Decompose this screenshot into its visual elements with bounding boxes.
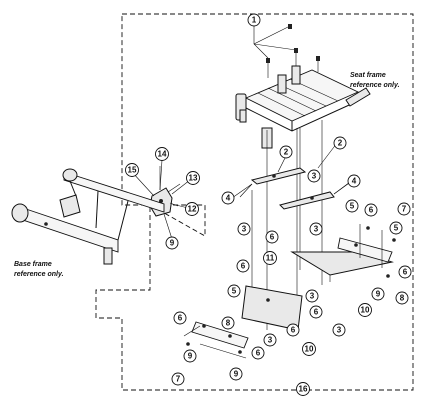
svg-text:5: 5 — [394, 224, 399, 233]
callout-7-b: 7 — [171, 372, 185, 386]
callout-8-a: 8 — [395, 291, 409, 305]
svg-text:10: 10 — [305, 345, 314, 354]
svg-text:7: 7 — [176, 375, 181, 384]
callout-16: 16 — [296, 382, 310, 396]
svg-text:16: 16 — [299, 385, 308, 394]
seat-frame-note-line2: reference only. — [350, 82, 400, 89]
callout-11: 11 — [263, 251, 277, 265]
callout-9-d: 9 — [229, 367, 243, 381]
svg-text:4: 4 — [352, 177, 357, 186]
callout-14: 14 — [155, 147, 169, 161]
svg-text:14: 14 — [158, 150, 167, 159]
svg-text:6: 6 — [403, 268, 408, 277]
svg-text:8: 8 — [226, 319, 231, 328]
svg-text:3: 3 — [268, 336, 273, 345]
svg-text:3: 3 — [337, 326, 342, 335]
callout-9-b: 9 — [165, 236, 179, 250]
callout-7-a: 7 — [397, 202, 411, 216]
svg-text:9: 9 — [170, 239, 175, 248]
svg-text:3: 3 — [314, 225, 319, 234]
callout-1: 1 — [247, 13, 261, 27]
svg-text:12: 12 — [188, 205, 197, 214]
callout-8-b: 8 — [221, 316, 235, 330]
svg-text:13: 13 — [189, 174, 198, 183]
callout-12: 12 — [185, 202, 199, 216]
callout-5-a: 5 — [345, 199, 359, 213]
svg-text:4: 4 — [226, 194, 231, 203]
base-frame-note-line2: reference only. — [14, 271, 64, 278]
left-foot-plate — [183, 285, 303, 359]
callout-6-b: 6 — [265, 230, 279, 244]
callout-10-b: 10 — [302, 342, 316, 356]
base-frame — [11, 168, 165, 265]
callout-6-a: 6 — [364, 203, 378, 217]
callout-6-d: 6 — [398, 265, 412, 279]
svg-text:9: 9 — [376, 290, 381, 299]
svg-text:6: 6 — [291, 326, 296, 335]
svg-text:6: 6 — [369, 206, 374, 215]
seat-frame-note-line1: Seat frame — [350, 72, 386, 79]
svg-text:5: 5 — [232, 287, 237, 296]
svg-text:2: 2 — [284, 148, 289, 157]
callout-6-g: 6 — [286, 323, 300, 337]
callout-6-c: 6 — [236, 259, 250, 273]
svg-text:9: 9 — [234, 370, 239, 379]
svg-text:6: 6 — [256, 349, 261, 358]
callout-4-left: 4 — [221, 191, 235, 205]
callout-4-right: 4 — [347, 174, 361, 188]
callout-10-a: 10 — [358, 303, 372, 317]
callout-5-b: 5 — [389, 221, 403, 235]
svg-text:10: 10 — [361, 306, 370, 315]
svg-text:9: 9 — [188, 352, 193, 361]
callout-3-b: 3 — [237, 222, 251, 236]
assembly-boundary-dashed — [95, 13, 414, 391]
svg-text:5: 5 — [350, 202, 355, 211]
callout-5-c: 5 — [227, 284, 241, 298]
svg-text:7: 7 — [402, 205, 407, 214]
callout-9-a: 9 — [371, 287, 385, 301]
svg-text:3: 3 — [242, 225, 247, 234]
callout-3-e: 3 — [332, 323, 346, 337]
svg-text:6: 6 — [241, 262, 246, 271]
svg-text:6: 6 — [270, 233, 275, 242]
callout-6-f: 6 — [173, 311, 187, 325]
mounting-brackets — [239, 167, 351, 210]
callout-2-left: 2 — [279, 145, 293, 159]
svg-text:6: 6 — [178, 314, 183, 323]
callout-6-e: 6 — [309, 305, 323, 319]
svg-text:3: 3 — [312, 172, 317, 181]
callout-13: 13 — [186, 171, 200, 185]
svg-text:15: 15 — [128, 166, 137, 175]
svg-text:1: 1 — [252, 16, 257, 25]
callout-15: 15 — [125, 163, 139, 177]
callout-3-a: 3 — [307, 169, 321, 183]
callout-3-f: 3 — [263, 333, 277, 347]
svg-text:8: 8 — [400, 294, 405, 303]
callout-6-h: 6 — [251, 346, 265, 360]
svg-text:6: 6 — [314, 308, 319, 317]
svg-text:2: 2 — [338, 139, 343, 148]
callout-3-c: 3 — [309, 222, 323, 236]
svg-text:11: 11 — [266, 254, 275, 263]
callout-2-right: 2 — [333, 136, 347, 150]
base-frame-note-line1: Base frame — [14, 261, 52, 268]
callout-9-c: 9 — [183, 349, 197, 363]
svg-text:3: 3 — [310, 292, 315, 301]
right-foot-plate — [290, 224, 396, 282]
callout-3-d: 3 — [305, 289, 319, 303]
